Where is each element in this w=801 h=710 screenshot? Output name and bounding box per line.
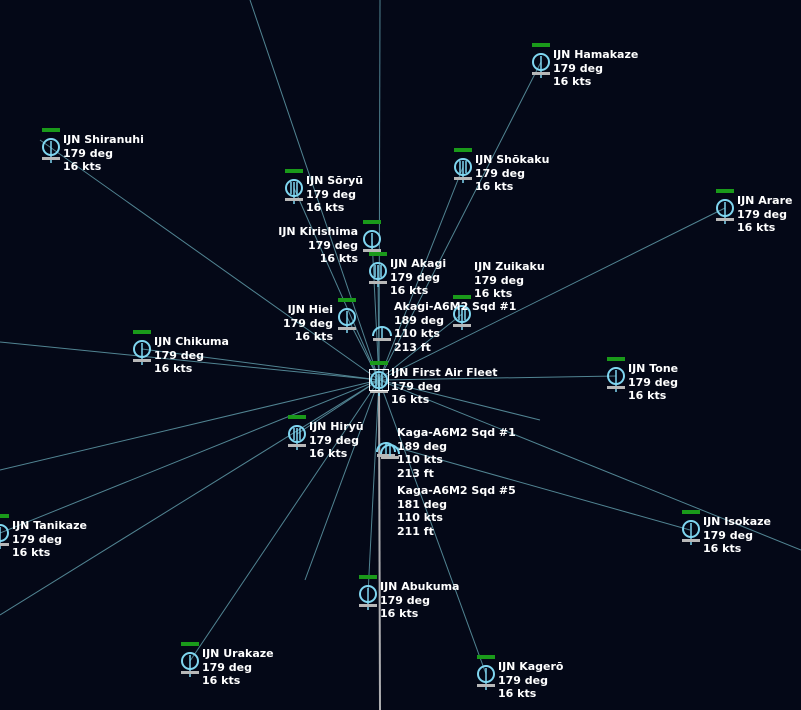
- unit-speed: 16 kts: [475, 180, 514, 193]
- unit-name: IJN Tone: [628, 362, 679, 375]
- unit-speed: 16 kts: [390, 284, 429, 297]
- aircraft-course: 181 deg: [397, 497, 447, 511]
- aircraft-speed: 110 kts: [397, 453, 443, 466]
- selection-box: [369, 369, 389, 391]
- unit-name: IJN Chikuma: [154, 335, 229, 348]
- unit-course: 179 deg: [703, 528, 753, 542]
- aircraft-speed: 110 kts: [394, 327, 440, 340]
- unit-speed: 16 kts: [309, 447, 348, 460]
- unit-name: IJN Hamakaze: [553, 48, 639, 61]
- aircraft-altitude: 213 ft: [394, 340, 431, 354]
- unit-name: IJN Shiranuhi: [63, 133, 144, 146]
- aircraft-speed: 110 kts: [397, 511, 443, 524]
- unit-name: IJN Akagi: [390, 257, 447, 270]
- unit-name: IJN Zuikaku: [474, 260, 545, 273]
- unit-course: 179 deg: [474, 273, 524, 287]
- unit-name: IJN Sōryū: [306, 174, 364, 187]
- unit-name: IJN Tanikaze: [12, 519, 87, 532]
- aircraft-course: 189 deg: [397, 439, 447, 453]
- aircraft-name: Akagi-A6M2 Sqd #1: [394, 300, 517, 313]
- unit-name: IJN Abukuma: [380, 580, 460, 593]
- aircraft-name: Kaga-A6M2 Sqd #1: [397, 426, 516, 439]
- unit-speed: 16 kts: [63, 160, 102, 173]
- unit-name: IJN Hiryū: [309, 420, 364, 433]
- unit-name: IJN Isokaze: [703, 515, 772, 528]
- aircraft-icon: [376, 442, 396, 457]
- aircraft-altitude: 213 ft: [397, 466, 434, 480]
- unit-course: 179 deg: [390, 270, 440, 284]
- unit-course: 179 deg: [283, 316, 333, 330]
- unit-name: IJN Kirishima: [278, 225, 358, 238]
- unit-speed: 16 kts: [703, 542, 742, 555]
- unit-speed: 16 kts: [319, 252, 358, 265]
- aircraft-icon: [372, 326, 392, 341]
- unit-course: 179 deg: [12, 532, 62, 546]
- unit-speed: 16 kts: [474, 287, 513, 300]
- unit-course: 179 deg: [380, 593, 430, 607]
- unit-speed: 16 kts: [628, 389, 667, 402]
- unit-speed: 16 kts: [391, 393, 430, 406]
- unit-name: IJN First Air Fleet: [391, 366, 498, 379]
- unit-speed: 16 kts: [12, 546, 51, 559]
- unit-course: 179 deg: [553, 61, 603, 75]
- unit-speed: 16 kts: [154, 362, 193, 375]
- unit-speed: 16 kts: [553, 75, 592, 88]
- unit-speed: 16 kts: [294, 330, 333, 343]
- unit-course: 179 deg: [154, 348, 204, 362]
- unit-name: IJN Shōkaku: [475, 153, 550, 166]
- unit-course: 179 deg: [498, 673, 548, 687]
- unit-speed: 16 kts: [380, 607, 419, 620]
- unit-name: IJN Urakaze: [202, 647, 274, 660]
- unit-course: 179 deg: [306, 187, 356, 201]
- unit-speed: 16 kts: [498, 687, 537, 700]
- unit-name: IJN Hiei: [287, 303, 333, 316]
- aircraft-icon: [380, 444, 400, 459]
- unit-course: 179 deg: [737, 207, 787, 221]
- aircraft-course: 189 deg: [394, 313, 444, 327]
- unit-speed: 16 kts: [202, 674, 241, 687]
- unit-course: 179 deg: [628, 375, 678, 389]
- aircraft-name: Kaga-A6M2 Sqd #5: [397, 484, 516, 497]
- unit-course: 179 deg: [309, 433, 359, 447]
- unit-course: 179 deg: [202, 660, 252, 674]
- unit-course: 179 deg: [391, 379, 441, 393]
- unit-course: 179 deg: [63, 146, 113, 160]
- unit-speed: 16 kts: [306, 201, 345, 214]
- unit-name: IJN Kagerō: [498, 660, 564, 673]
- aircraft-altitude: 211 ft: [397, 524, 434, 538]
- unit-course: 179 deg: [308, 238, 358, 252]
- unit-speed: 16 kts: [737, 221, 776, 234]
- unit-name: IJN Arare: [737, 194, 793, 207]
- unit-course: 179 deg: [475, 166, 525, 180]
